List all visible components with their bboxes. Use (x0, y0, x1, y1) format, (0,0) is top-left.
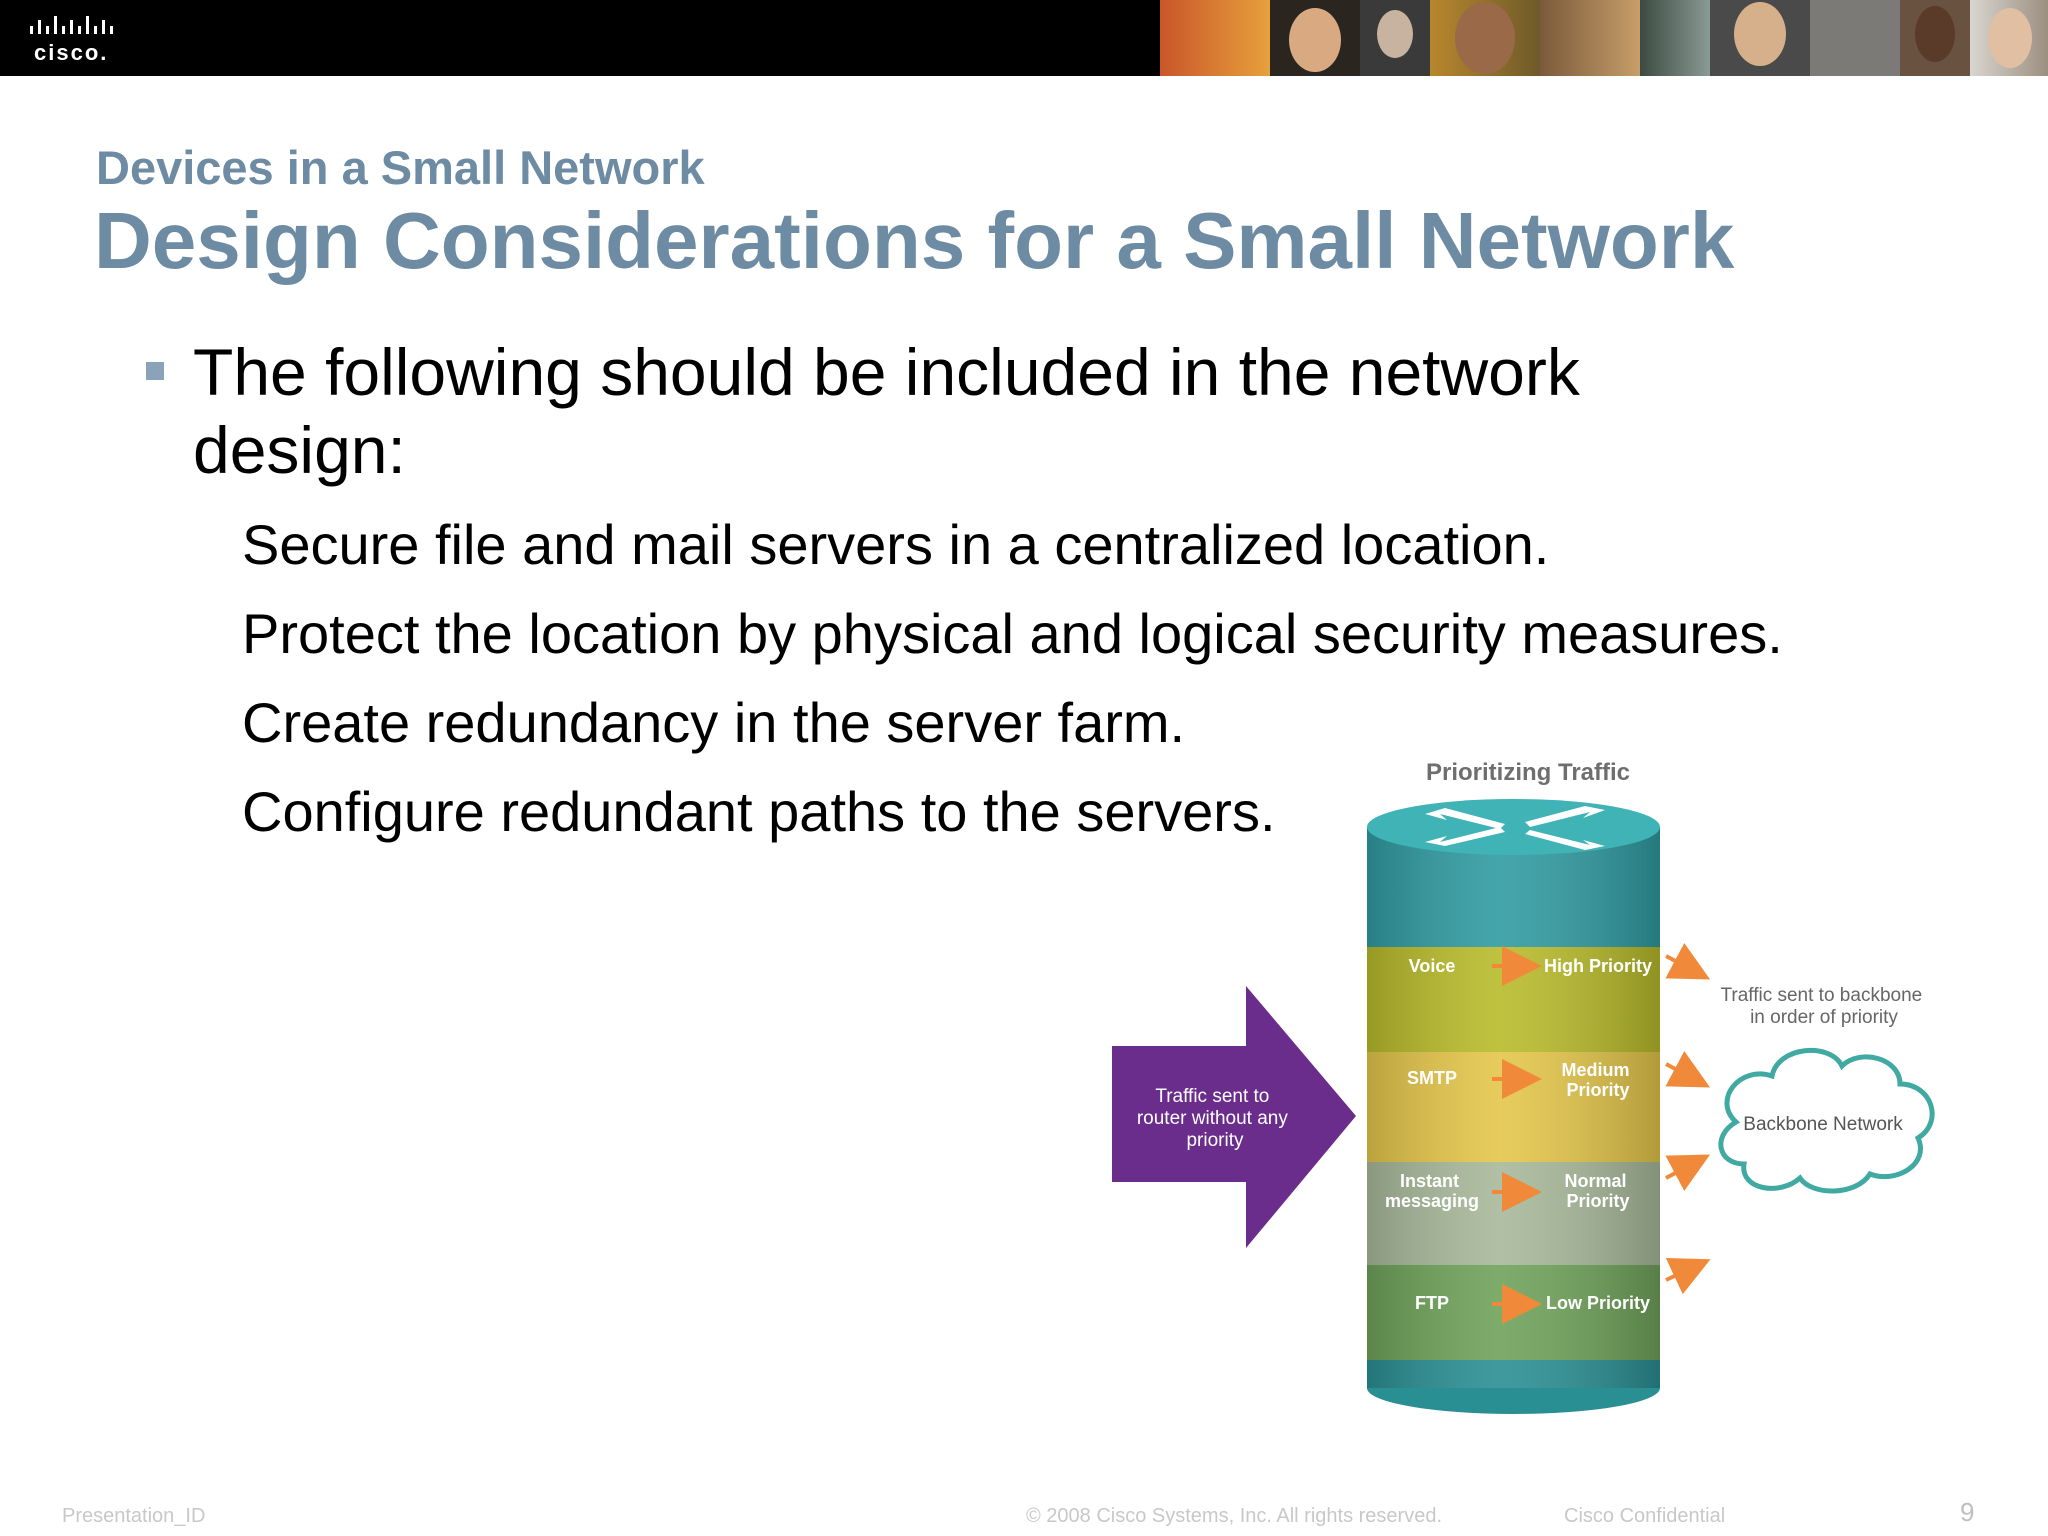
cisco-logo: cisco. (28, 12, 128, 65)
row-priority-label: Medium Priority (1561, 1060, 1634, 1100)
input-arrow-label: Traffic sent to router without any prior… (1137, 1086, 1293, 1151)
footer-confidential: Cisco Confidential (1564, 1505, 1726, 1527)
row-priority-label: High Priority (1544, 956, 1652, 976)
row-traffic-label: FTP (1415, 1293, 1449, 1313)
sub-item: Protect the location by physical and log… (242, 602, 1783, 665)
sub-item: Configure redundant paths to the servers… (242, 780, 1276, 843)
output-arrow (1665, 943, 1711, 980)
input-arrow-shape (1112, 986, 1356, 1248)
sub-item: Create redundancy in the server farm. (242, 691, 1186, 754)
diagram-title: Prioritizing Traffic (1426, 759, 1630, 786)
router-cylinder (1367, 799, 1660, 1414)
bullet-square-icon (146, 362, 164, 380)
footer-copyright: © 2008 Cisco Systems, Inc. All rights re… (1026, 1505, 1443, 1527)
sub-item: Secure file and mail servers in a centra… (242, 513, 1550, 576)
prioritizing-traffic-diagram: Prioritizing Traffic Traffic sent to rou… (1112, 759, 1935, 1414)
page-number: 9 (1960, 1497, 1975, 1527)
main-bullet-text: The following should be included in the … (193, 335, 1580, 487)
router-arrows-icon (1425, 806, 1605, 850)
cisco-bars-icon (30, 16, 113, 34)
output-arrow (1665, 1051, 1711, 1088)
section-subtitle: Devices in a Small Network (96, 141, 705, 194)
header-bar: cisco. (0, 0, 2048, 76)
cloud-label: Backbone Network (1743, 1114, 1903, 1135)
output-arrow (1665, 1154, 1711, 1191)
slide-title: Design Considerations for a Small Networ… (94, 196, 1735, 285)
output-label: Traffic sent to backbone in order of pri… (1720, 985, 1927, 1028)
logo-text: cisco. (34, 40, 109, 65)
output-arrow (1665, 1258, 1711, 1295)
row-traffic-label: Voice (1409, 956, 1456, 976)
row-traffic-label: Instant messaging (1385, 1171, 1479, 1211)
row-priority-label: Normal Priority (1564, 1171, 1631, 1211)
backbone-cloud-icon (1718, 1047, 1935, 1194)
footer-presentation-id: Presentation_ID (62, 1505, 206, 1527)
people-photo-strip (1160, 0, 2048, 76)
row-traffic-label: SMTP (1407, 1068, 1457, 1088)
row-priority-label: Low Priority (1546, 1293, 1650, 1313)
